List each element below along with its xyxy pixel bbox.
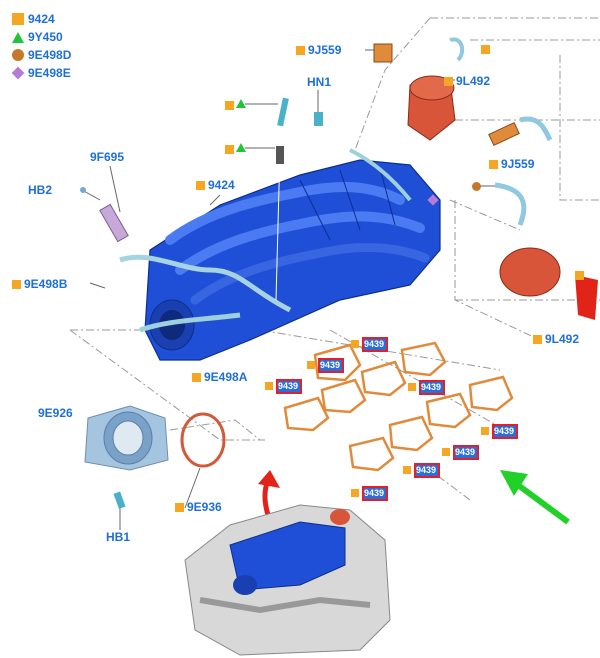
intake-manifold [119,148,441,361]
triangle-marker-icon [236,99,246,108]
label-text: 9E936 [187,500,222,514]
square-marker-icon [12,13,24,25]
square-marker-icon [444,77,453,86]
square-marker-icon [575,271,584,280]
legend-label: 9424 [28,12,55,26]
gasket-label: 9439 [414,463,441,478]
label-9f695: 9F695 [90,150,124,164]
gasket-label: 9439 [276,379,303,394]
throttle-body [84,405,169,471]
legend: 9424 9Y450 9E498D 9E498E [11,10,71,82]
label-text: 9E498A [204,370,248,384]
engine-thumbnail [184,504,391,656]
legend-label: 9E498D [28,48,72,62]
square-marker-icon [481,45,490,54]
square-marker-icon [225,101,234,110]
label-9l492-top: 9L492 [444,74,490,88]
triangle-marker-icon [12,31,24,43]
leader-lines [69,17,600,501]
gaskets [283,341,514,472]
label-text: 9L492 [545,332,580,346]
square-marker-icon [175,503,184,512]
map-sensor [80,187,129,243]
label-text: HB1 [106,530,131,544]
label-9j559-top: 9J559 [296,43,341,57]
label-9e498b: 9E498B [12,277,67,291]
label-hn1: HN1 [307,75,331,89]
gasket-label: 9439 [492,424,519,439]
legend-item-9e498d: 9E498D [12,46,71,64]
vacuum-hose-mid [488,116,553,226]
label-9e926: 9E926 [38,406,73,420]
label-text: 9E926 [38,406,73,420]
legend-item-9424: 9424 [12,10,71,28]
o-ring-gasket [180,412,226,468]
gasket-label: 9439 [453,445,480,460]
gasket-label: 9439 [362,486,389,501]
square-marker-icon [225,145,234,154]
label-text: 9L492 [456,74,491,88]
callout-markers-top [225,98,237,112]
callout-marker-hose [481,42,493,56]
triangle-marker-icon [236,143,246,152]
gasket-label: 9439 [318,358,345,373]
legend-label: 9E498E [28,66,71,80]
green-arrow-head [500,470,528,496]
label-9e936: 9E936 [175,500,222,514]
square-marker-icon [296,46,305,55]
label-hb1: HB1 [106,530,130,544]
callout-markers-mid [225,142,237,156]
gasket-label: 9439 [362,337,389,352]
red-arrow-head [258,470,280,488]
fasteners [113,97,323,509]
label-9l492-bottom: 9L492 [533,332,579,346]
circle-marker-icon [472,182,481,191]
legend-item-9e498e: 9E498E [11,64,71,82]
label-text: 9F695 [90,150,125,164]
legend-label: 9Y450 [28,30,63,44]
label-text: 9J559 [308,43,342,57]
label-text: HN1 [307,75,332,89]
circle-marker-icon [12,49,24,61]
legend-item-9y450: 9Y450 [12,28,71,46]
label-text: HB2 [28,183,53,197]
square-marker-icon [196,181,205,190]
label-hb2: HB2 [28,183,52,197]
square-marker-icon [12,280,21,289]
label-text: 9J559 [501,157,535,171]
green-arrow [516,482,570,525]
callout-marker-valve [575,268,587,282]
square-marker-icon [533,335,542,344]
diamond-marker-icon [11,66,25,80]
square-marker-icon [192,373,201,382]
label-text: 9E498B [24,277,68,291]
gasket-label: 9439 [419,380,446,395]
label-9424: 9424 [196,178,235,192]
square-marker-icon [489,160,498,169]
vacuum-valve-bottom [499,247,598,320]
label-9e498a: 9E498A [192,370,247,384]
vacuum-valve-top [373,37,465,141]
label-text: 9424 [208,178,235,192]
label-9j559-mid: 9J559 [489,157,534,171]
